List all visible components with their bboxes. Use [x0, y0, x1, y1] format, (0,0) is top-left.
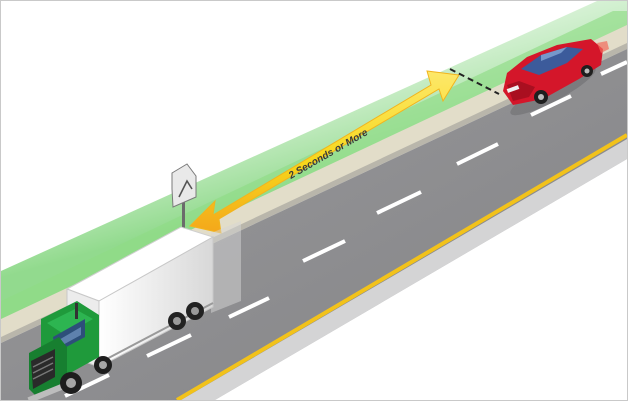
following-distance-illustration: 2 Seconds or More	[1, 1, 627, 400]
illustration-frame: 2 Seconds or More	[0, 0, 628, 401]
